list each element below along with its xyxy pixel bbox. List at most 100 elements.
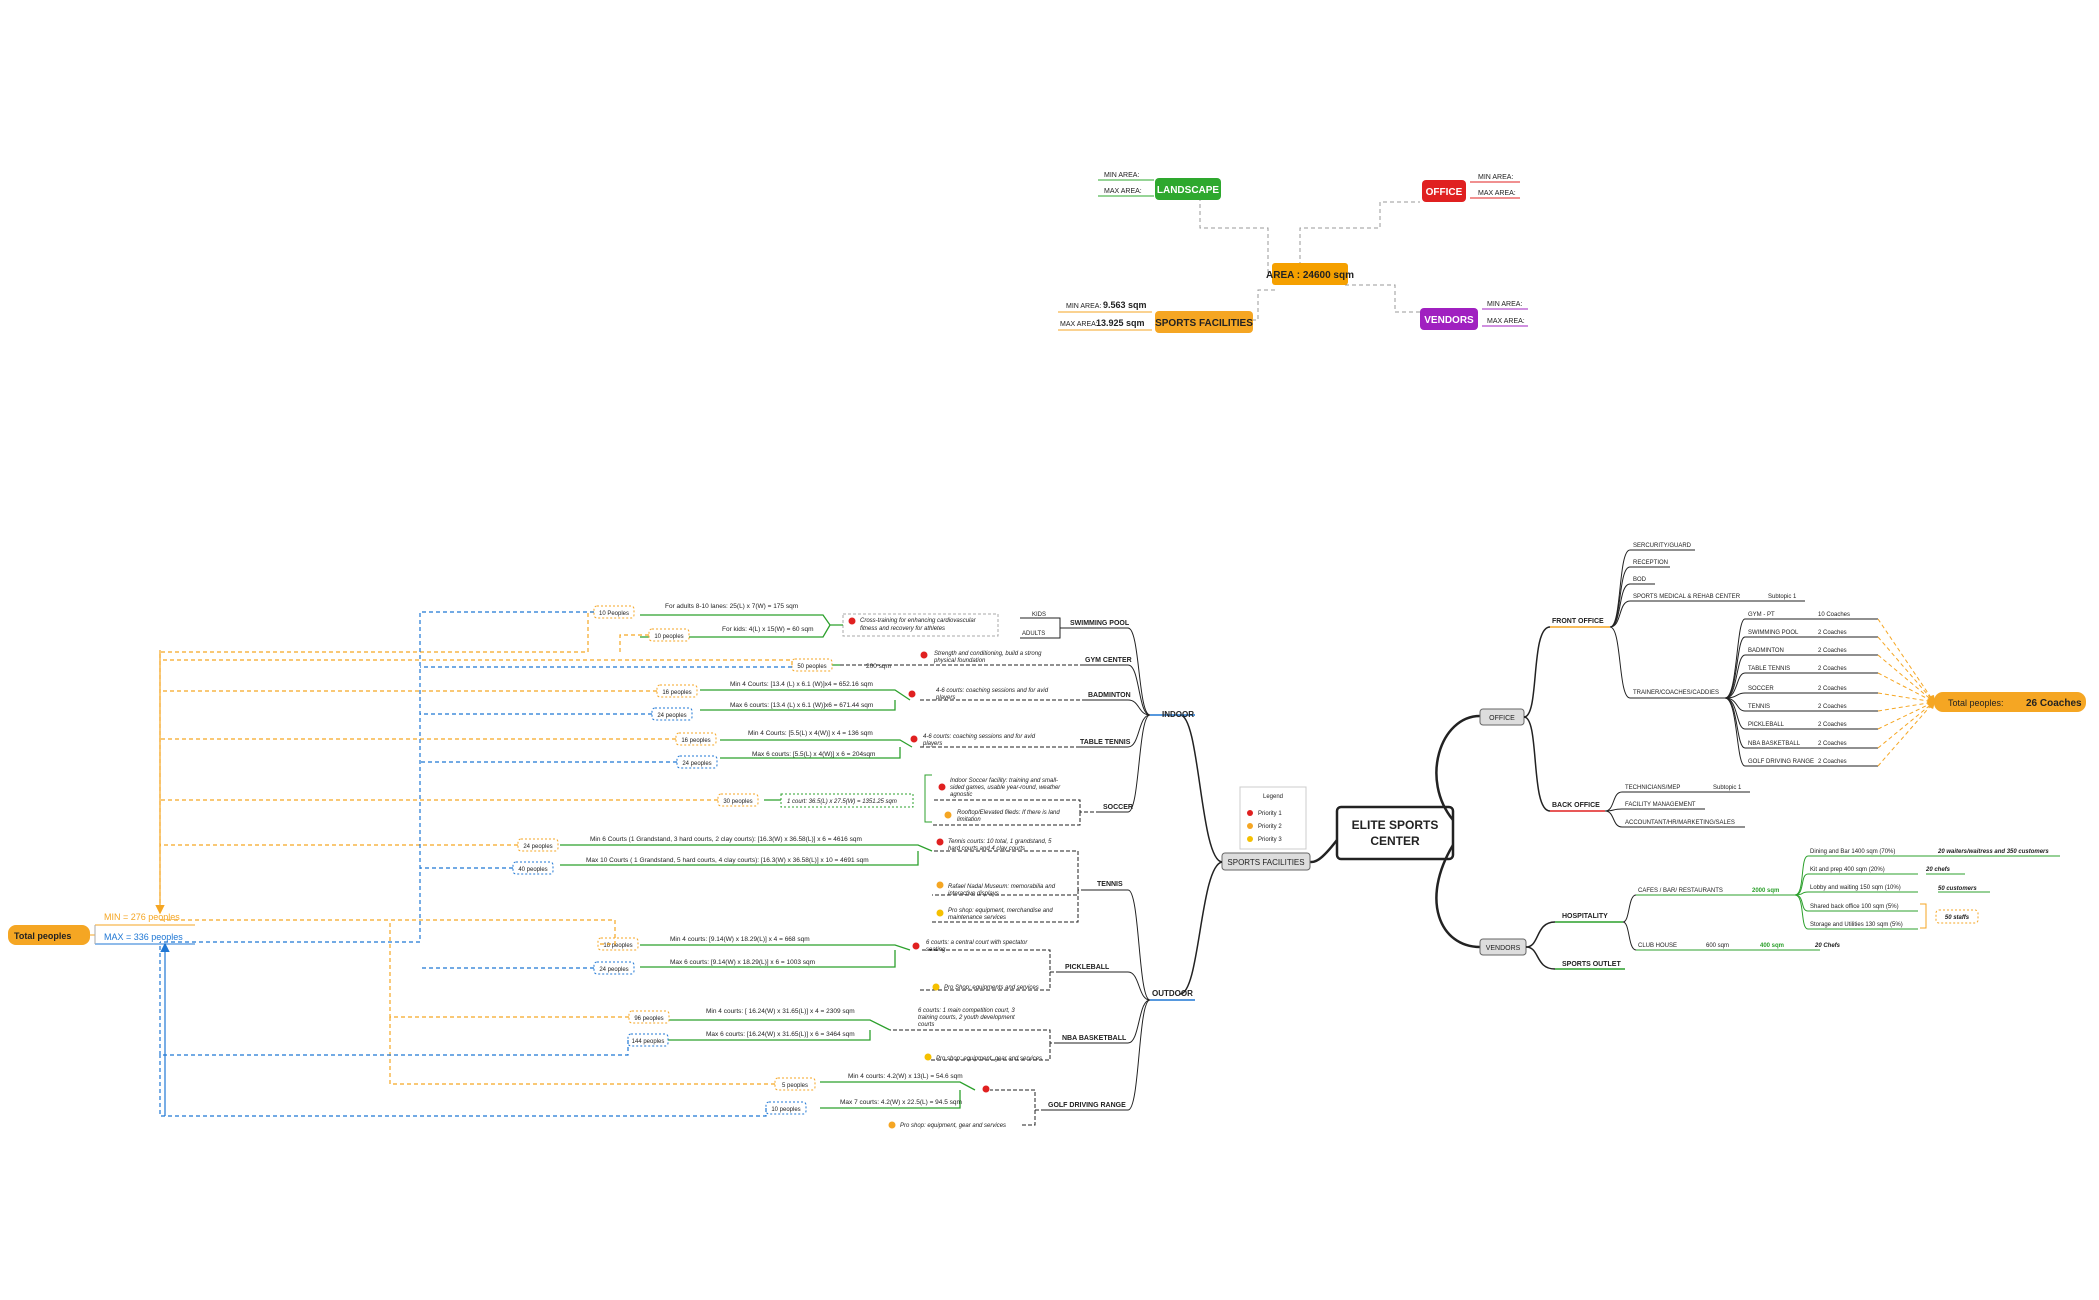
soccer-label[interactable]: SOCCER — [1103, 804, 1133, 811]
technicians-subtopic: Subtopic 1 — [1713, 785, 1742, 791]
table-tennis-note-2: players — [922, 741, 942, 747]
landscape-node[interactable] — [1155, 178, 1221, 200]
coach-category[interactable]: NBA BASKETBALL — [1748, 741, 1801, 747]
table-tennis-label[interactable]: TABLE TENNIS — [1080, 739, 1131, 746]
table-tennis-max: Max 6 courts: [5.5(L) x 4(W)] x 6 = 204s… — [752, 751, 875, 758]
badminton-peoples-max: 24 peoples — [657, 713, 686, 719]
soccer-area: 1 court: 36.5(L) x 27.5(W) = 1351.25 sqm — [787, 799, 897, 805]
golf-min: Min 4 courts: 4.2(W) x 13(L) = 54.6 sqm — [848, 1073, 963, 1080]
table-tennis-note-1: 4-6 courts: coaching sessions and for av… — [923, 734, 1036, 740]
central-title-2: CENTER — [1370, 834, 1420, 848]
badminton-note-1: 4-6 courts: coaching sessions and for av… — [936, 688, 1049, 694]
vendors-min: MIN AREA: — [1487, 301, 1522, 308]
vendors-area-node[interactable] — [1420, 308, 1478, 330]
sports-facilities-tree: SPORTS FACILITIES INDOOR OUTDOOR SWIMMIN… — [8, 603, 1311, 1129]
total-coaches-label: Total peoples: — [1948, 698, 2004, 708]
cafe-item[interactable]: Dining and Bar 1400 sqm (70%) — [1810, 849, 1895, 855]
sports-max: MAX AREA: — [1060, 321, 1098, 328]
coach-category[interactable]: GYM - PT — [1748, 612, 1775, 618]
gym-center-label[interactable]: GYM CENTER — [1085, 657, 1132, 664]
coach-category[interactable]: BADMINTON — [1748, 648, 1784, 654]
golf-driving-range-label[interactable]: GOLF DRIVING RANGE — [1048, 1102, 1126, 1109]
office-vendors-tree: OFFICE VENDORS FRONT OFFICE BACK OFFICE … — [1479, 543, 2086, 970]
back-item-technicians[interactable]: TECHNICIANS/MEP — [1625, 785, 1680, 791]
coach-arrow — [1877, 618, 1936, 704]
nba-basketball-label[interactable]: NBA BASKETBALL — [1062, 1035, 1127, 1042]
swimming-pool-label[interactable]: SWIMMING POOL — [1070, 620, 1130, 627]
gym-note-2: physical foundation — [933, 658, 986, 664]
coach-count: 2 Coaches — [1818, 704, 1847, 710]
front-item-security[interactable]: SERCURITY/GUARD — [1633, 543, 1692, 549]
sports-min: MIN AREA: — [1066, 303, 1101, 310]
sports-min-val: 9.563 sqm — [1103, 300, 1147, 310]
total-coaches-node[interactable]: Total peoples: 26 Coaches — [1934, 692, 2086, 712]
central-title-1: ELITE SPORTS — [1352, 818, 1439, 832]
soccer-note-5: limitation — [957, 817, 981, 823]
indoor-label[interactable]: INDOOR — [1162, 710, 1194, 719]
pickleball-min: Min 4 courts: [9.14(W) x 18.29(L)] x 4 =… — [670, 936, 810, 943]
gym-area: 200 sqm — [866, 663, 891, 670]
outdoor-label[interactable]: OUTDOOR — [1152, 989, 1193, 998]
club-house-label[interactable]: CLUB HOUSE — [1638, 943, 1677, 949]
coach-category[interactable]: GOLF DRIVING RANGE — [1748, 759, 1814, 765]
coach-category[interactable]: SOCCER — [1748, 686, 1774, 692]
tennis-note-2: hard courts and 4 clay courts — [948, 846, 1025, 852]
office-min: MIN AREA: — [1478, 174, 1513, 181]
coach-count: 10 Coaches — [1818, 612, 1850, 618]
sports-area-node[interactable] — [1155, 311, 1253, 333]
coach-count: 2 Coaches — [1818, 648, 1847, 654]
tennis-label[interactable]: TENNIS — [1097, 881, 1123, 888]
soccer-note-4: Rooftop/Elevated fileds: If there is lan… — [957, 810, 1060, 816]
front-item-medical[interactable]: SPORTS MEDICAL & REHAB CENTER — [1633, 594, 1741, 600]
front-office-label[interactable]: FRONT OFFICE — [1552, 618, 1604, 625]
front-item-bod[interactable]: BOD — [1633, 577, 1647, 583]
gym-peoples: 50 peoples — [797, 664, 826, 670]
front-item-trainers[interactable]: TRAINER/COACHES/CADDIES — [1633, 690, 1719, 696]
badminton-label[interactable]: BADMINTON — [1088, 692, 1131, 699]
tennis-note-6: maintenance services — [948, 915, 1006, 921]
cafe-item[interactable]: Kit and prep 400 sqm (20%) — [1810, 867, 1885, 873]
coach-category[interactable]: TABLE TENNIS — [1748, 666, 1790, 672]
golf-note-1: Pro shop: equipment, gear and services — [900, 1123, 1006, 1129]
back-item-facility[interactable]: FACILITY MANAGEMENT — [1625, 802, 1696, 808]
coach-count: 2 Coaches — [1818, 741, 1847, 747]
office-area-node[interactable] — [1422, 180, 1466, 202]
swimming-peoples-adults: 10 Peoples — [599, 611, 629, 617]
cafe-item[interactable]: Lobby and waiting 150 sqm (10%) — [1810, 885, 1901, 891]
vendors-label: VENDORS — [1486, 945, 1521, 952]
coach-arrow — [1877, 700, 1936, 767]
nba-min: Min 4 courts: [ 16.24(W) x 31.65(L)] x 4… — [706, 1008, 855, 1015]
legend-item-2: Priority 2 — [1258, 824, 1282, 830]
back-item-accountant[interactable]: ACCOUNTANT/HR/MARKETING/SALES — [1625, 820, 1735, 826]
legend-title: Legend — [1263, 794, 1283, 800]
total-peoples-node[interactable]: Total peoples — [8, 925, 90, 945]
sports-area-label: SPORTS FACILITIES — [1155, 318, 1253, 329]
tennis-peoples-min: 24 peoples — [523, 844, 552, 850]
coach-category[interactable]: SWIMMING POOL — [1748, 630, 1799, 636]
coach-category[interactable]: PICKLEBALL — [1748, 722, 1785, 728]
pickleball-note-3: Pro Shop: equipments and services — [944, 985, 1039, 991]
nba-peoples-min: 96 peoples — [634, 1016, 663, 1022]
nba-max: Max 6 courts: [16.24(W) x 31.65(L)] x 6 … — [706, 1031, 855, 1038]
sports-outlet-label[interactable]: SPORTS OUTLET — [1562, 961, 1621, 968]
cafes-label[interactable]: CAFES / BAR/ RESTAURANTS — [1638, 888, 1723, 894]
swimming-adult-lanes: For adults 8-10 lanes: 25(L) x 7(W) = 17… — [665, 603, 798, 610]
pickleball-label[interactable]: PICKLEBALL — [1065, 964, 1110, 971]
coach-category[interactable]: TENNIS — [1748, 704, 1770, 710]
office-area-label: OFFICE — [1426, 187, 1463, 198]
area-root-node[interactable] — [1272, 263, 1348, 285]
front-item-reception[interactable]: RECEPTION — [1633, 560, 1668, 566]
cafe-note-chefs: 20 chefs — [1925, 867, 1951, 873]
cafe-item[interactable]: Storage and Utilities 130 sqm (5%) — [1810, 922, 1903, 928]
swimming-peoples-kids: 10 peoples — [654, 634, 683, 640]
tennis-min: Min 6 Courts (1 Grandstand, 3 hard court… — [590, 836, 862, 843]
golf-max: Max 7 courts: 4.2(W) x 22.5(L) = 94.5 sq… — [840, 1099, 962, 1106]
hospitality-label[interactable]: HOSPITALITY — [1562, 913, 1608, 920]
landscape-label: LANDSCAPE — [1157, 185, 1220, 196]
cafe-item[interactable]: Shared back office 100 sqm (5%) — [1810, 904, 1899, 910]
back-office-label[interactable]: BACK OFFICE — [1552, 802, 1600, 809]
total-peoples-label: Total peoples — [14, 931, 71, 941]
central-topic[interactable]: ELITE SPORTS CENTER — [1335, 805, 1455, 861]
area-root-label: AREA : 24600 sqm — [1266, 270, 1354, 281]
